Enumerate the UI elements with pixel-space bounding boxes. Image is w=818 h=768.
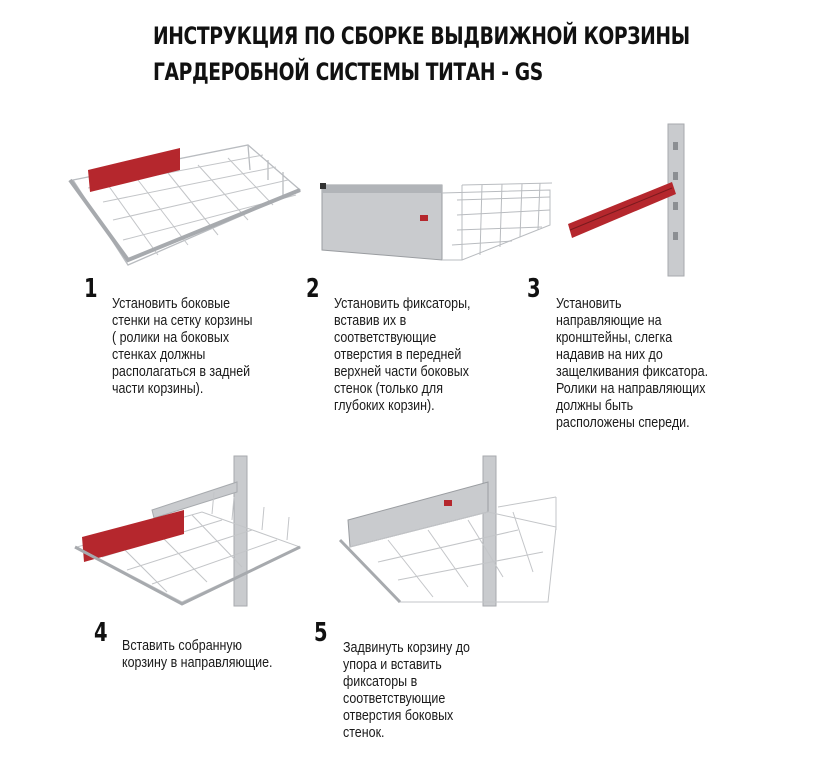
- text-line: Задвинуть корзину до: [343, 640, 470, 656]
- step-4-number: 4: [94, 618, 108, 648]
- text-line: отверстия в передней: [334, 347, 462, 363]
- text-line: упора и вставить: [343, 657, 442, 673]
- step-2-illustration: [320, 182, 553, 261]
- text-line: корзину в направляющие.: [122, 655, 273, 671]
- step-5-illustration: [338, 455, 557, 607]
- text-line: соответствующие: [343, 691, 446, 707]
- step-1-number: 1: [84, 274, 98, 304]
- step-2-number: 2: [306, 274, 320, 304]
- step-4-illustration: [74, 455, 302, 607]
- text-line: Установить боковые: [112, 296, 231, 312]
- text-line: стенках должны: [112, 347, 206, 363]
- text-line: Ролики на направляющих: [556, 381, 706, 397]
- text-line: надавив на них до: [556, 347, 663, 363]
- text-line: стенок.: [343, 725, 385, 741]
- step-3-number: 3: [527, 274, 541, 304]
- text-line: фиксаторы в: [343, 674, 418, 690]
- text-line: ( ролики на боковых: [112, 330, 230, 346]
- title-line-2: ГАРДЕРОБНОЙ СИСТЕМЫ ТИТАН - GS: [153, 58, 543, 86]
- text-line: стенки на сетку корзины: [112, 313, 253, 329]
- text-line: отверстия боковых: [343, 708, 454, 724]
- text-line: вставив их в: [334, 313, 407, 329]
- text-line: кронштейны, слегка: [556, 330, 673, 346]
- step-5-number: 5: [314, 618, 328, 648]
- step-1-illustration: [68, 144, 302, 266]
- text-line: верхней части боковых: [334, 364, 469, 380]
- text-line: расположены спереди.: [556, 415, 690, 431]
- text-line: направляющие на: [556, 313, 662, 329]
- text-line: защелкивания фиксатора.: [556, 364, 709, 380]
- text-line: располагаться в задней: [112, 364, 251, 380]
- title-line-1: ИНСТРУКЦИЯ ПО СБОРКЕ ВЫДВИЖНОЙ КОРЗИНЫ: [153, 22, 690, 50]
- text-line: Установить: [556, 296, 622, 312]
- text-line: соответствующие: [334, 330, 437, 346]
- step-3-illustration: [568, 123, 685, 277]
- text-line: Вставить собранную: [122, 638, 243, 654]
- text-line: стенок (только для: [334, 381, 443, 397]
- text-line: должны быть: [556, 398, 634, 414]
- text-line: глубоких корзин).: [334, 398, 435, 414]
- text-line: Установить фиксаторы,: [334, 296, 471, 312]
- text-line: части корзины).: [112, 381, 204, 397]
